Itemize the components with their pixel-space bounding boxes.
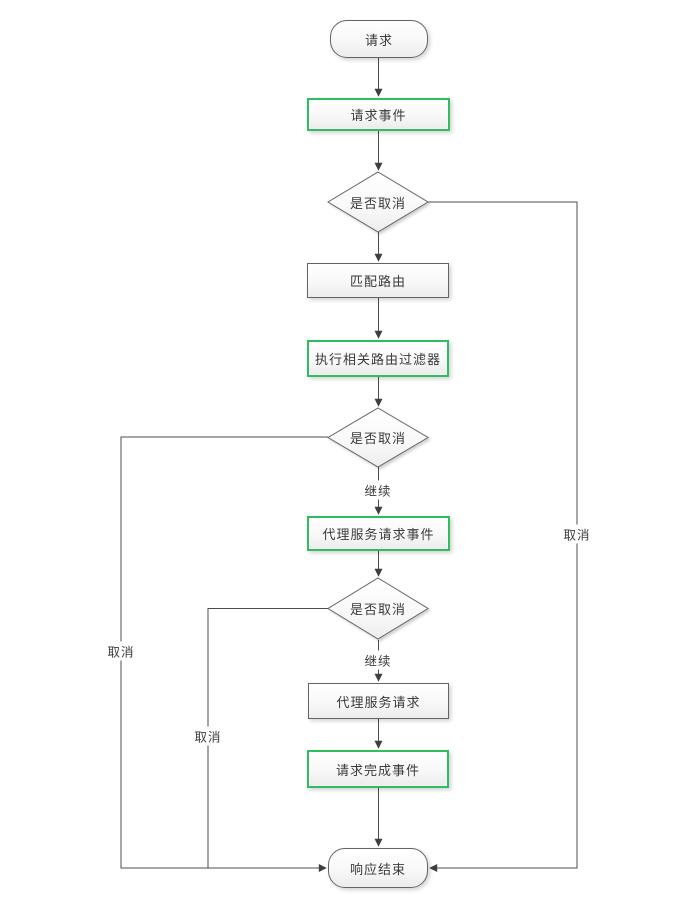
edge-cancel-left-inner bbox=[207, 608, 328, 868]
proxy-request-node: 代理服务请求 bbox=[308, 683, 449, 719]
edge-label-cancel-left-outer: 取消 bbox=[105, 641, 137, 661]
route-filters-node: 执行相关路由过滤器 bbox=[307, 340, 449, 377]
edge-label-continue-1: 继续 bbox=[362, 480, 394, 500]
decision2-shape bbox=[327, 407, 429, 468]
decision3-shape bbox=[327, 577, 429, 640]
edge-label-cancel-right: 取消 bbox=[561, 524, 593, 544]
edge-cancel-right bbox=[428, 201, 578, 872]
request-event-node: 请求事件 bbox=[307, 98, 450, 131]
match-route-node: 匹配路由 bbox=[307, 263, 449, 298]
decision3-label: 是否取消 bbox=[349, 602, 406, 617]
edge-label-cancel-left-inner: 取消 bbox=[192, 726, 224, 746]
decision1-shape bbox=[327, 171, 429, 233]
start-node: 请求 bbox=[330, 20, 428, 58]
decision1-label: 是否取消 bbox=[349, 195, 406, 211]
request-complete-event-node: 请求完成事件 bbox=[307, 750, 449, 788]
edge-label-continue-2: 继续 bbox=[362, 650, 394, 670]
edge-cancel-left-outer bbox=[120, 436, 328, 872]
proxy-request-event-node: 代理服务请求事件 bbox=[307, 516, 450, 551]
decision2-label: 是否取消 bbox=[349, 431, 406, 446]
end-node: 响应结束 bbox=[328, 848, 428, 888]
